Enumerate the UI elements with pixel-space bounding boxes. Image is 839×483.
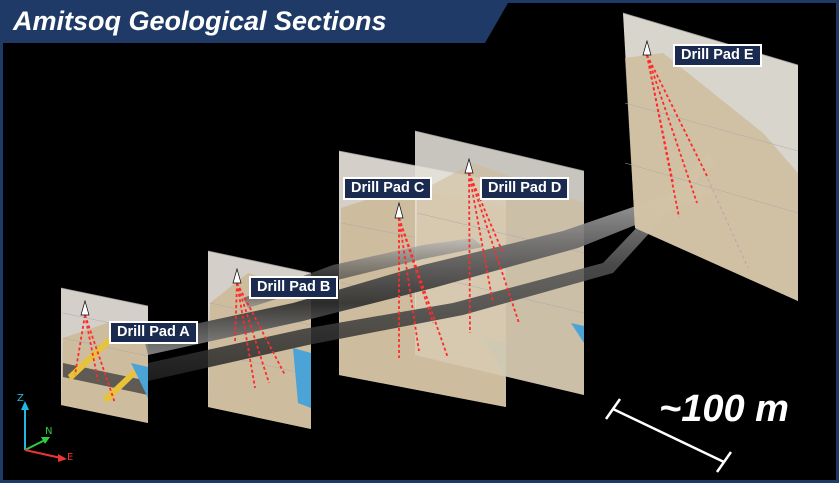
scale-bar: [604, 398, 733, 473]
drill-pad-label-d: Drill Pad D: [480, 177, 570, 200]
drill-collar-markers: [80, 39, 652, 316]
drill-pad-label-e: Drill Pad E: [673, 44, 762, 67]
axis-label-n: N: [45, 426, 53, 437]
scale-bar-label: ~100 m: [659, 388, 789, 430]
section-panel-a: [60, 287, 149, 423]
axis-label-z: Z: [17, 393, 24, 404]
drill-pad-label-b: Drill Pad B: [249, 276, 339, 299]
title-banner: [3, 3, 508, 43]
section-panel-e: [622, 12, 799, 301]
drill-pad-label-a: Drill Pad A: [109, 321, 198, 344]
drill-pad-label-c: Drill Pad C: [343, 177, 433, 200]
axis-triad: [21, 401, 67, 462]
section-scene: [21, 12, 799, 473]
drill-traces: [74, 54, 709, 404]
axis-label-e: E: [67, 452, 74, 463]
page-title: Amitsoq Geological Sections: [13, 6, 387, 36]
